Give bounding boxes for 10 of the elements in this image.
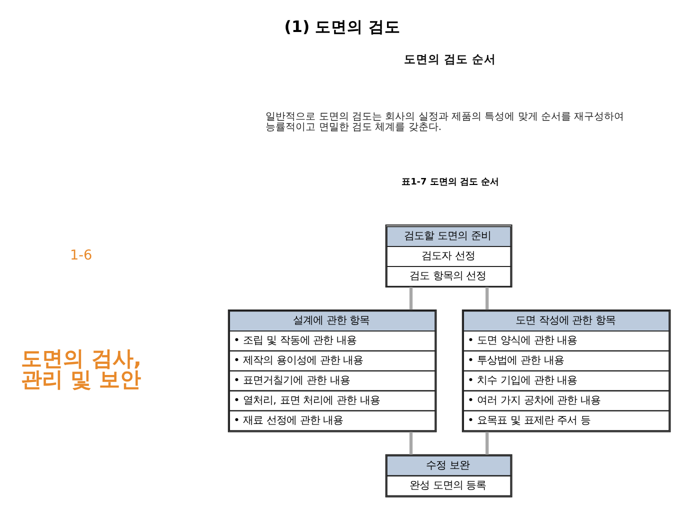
connector: [486, 431, 489, 454]
diagram-title: (1) 도면의 검도: [284, 16, 401, 36]
caption: 표1-7 도면의 검도 순서: [402, 176, 499, 187]
connector: [409, 431, 413, 454]
label: 일반적으로 도면의 검도는 회사의 실정과 제품의 특성에 맞게 순서를 재구성하여 능률적이고 면밀한 검도 체계를 갖춘다.: [266, 111, 624, 133]
connector: [486, 286, 489, 310]
connector: [409, 286, 413, 310]
label: 도면의 검도 순서: [404, 52, 496, 66]
label: 도면의 검사, 관리 및 보안: [21, 346, 142, 392]
label: 1-6: [70, 247, 92, 264]
